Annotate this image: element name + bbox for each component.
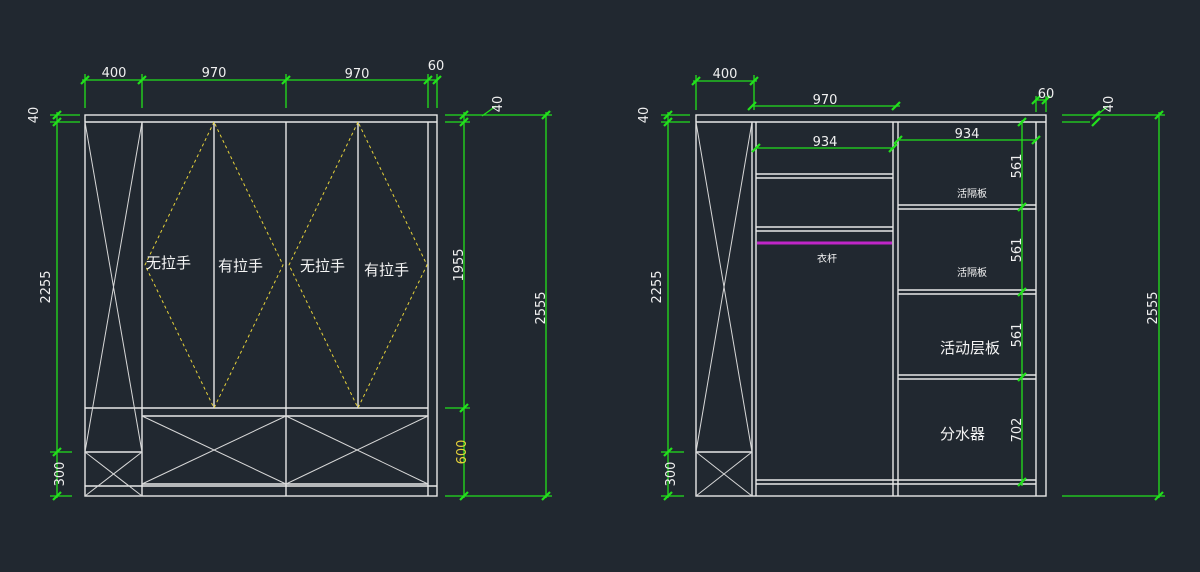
right-dim-60: 60 <box>1038 87 1055 102</box>
right-dim-2555: 2555 <box>1146 291 1161 324</box>
left-top-dimensions: 400 970 970 60 <box>80 59 445 108</box>
door-label-1: 无拉手 <box>146 254 191 272</box>
left-dim-970a: 970 <box>202 66 227 81</box>
left-dim-970b: 970 <box>345 67 370 82</box>
left-elevation: 无拉手 有拉手 无拉手 有拉手 400 970 970 60 <box>27 59 552 501</box>
left-dim-40-right: 40 <box>491 96 506 113</box>
left-dim-600: 600 <box>455 440 470 465</box>
right-elevation: 活隔板 活隔板 衣杆 活动层板 分水器 400 970 60 <box>637 67 1165 501</box>
right-inner-dim-934a: 934 <box>813 135 838 150</box>
divider-label: 分水器 <box>940 425 985 443</box>
left-dim-2555: 2555 <box>534 291 549 324</box>
door-label-3: 无拉手 <box>300 257 345 275</box>
left-dim-1955: 1955 <box>452 248 467 281</box>
shelf-dim-2: 561 <box>1010 238 1025 263</box>
rod-label: 衣杆 <box>817 252 837 265</box>
left-door-swing-1 <box>144 121 284 410</box>
right-top-dimensions: 400 970 60 934 934 <box>691 67 1055 153</box>
left-dim-60: 60 <box>428 59 445 74</box>
right-plinth-cross-b <box>695 451 753 497</box>
shelf-dim-4: 702 <box>1010 418 1025 443</box>
right-dim-970: 970 <box>813 93 838 108</box>
right-side-cross-b <box>695 121 753 453</box>
left-side-cross-b <box>84 121 143 453</box>
right-dim-40-right: 40 <box>1102 96 1117 113</box>
movable-shelf-label: 活动层板 <box>940 339 1000 357</box>
left-cabinet-frame <box>84 114 438 497</box>
door-label-2: 有拉手 <box>218 257 263 275</box>
left-door-swing-2 <box>288 121 428 410</box>
right-dim-2255: 2255 <box>650 270 665 303</box>
right-side-dimensions: 40 2255 300 <box>637 107 690 501</box>
left-drawer2-cross-b <box>285 415 429 485</box>
shelf-height-dimensions: 561 561 561 702 <box>1010 117 1027 487</box>
shelf-label-1: 活隔板 <box>957 187 987 200</box>
right-dim-40-left: 40 <box>637 107 652 124</box>
right-cabinet-frame <box>695 114 1047 497</box>
left-right-dimensions: 40 1955 600 2555 <box>445 96 552 501</box>
left-drawer1-cross-b <box>141 415 287 485</box>
left-dim-2255: 2255 <box>39 270 54 303</box>
shelf-dim-3: 561 <box>1010 323 1025 348</box>
right-outer-dimensions: 40 2555 <box>1062 96 1165 501</box>
right-dim-400: 400 <box>713 67 738 82</box>
right-dim-300: 300 <box>664 462 679 487</box>
left-dim-300: 300 <box>53 462 68 487</box>
right-inner-dim-934b: 934 <box>955 127 980 142</box>
shelf-dim-1: 561 <box>1010 154 1025 179</box>
left-dim-40-left: 40 <box>27 107 42 124</box>
left-plinth-cross-b <box>84 451 143 497</box>
door-label-4: 有拉手 <box>364 261 409 279</box>
shelf-label-2: 活隔板 <box>957 266 987 279</box>
left-dim-400: 400 <box>102 66 127 81</box>
left-side-dimensions: 40 2255 300 <box>27 107 80 501</box>
